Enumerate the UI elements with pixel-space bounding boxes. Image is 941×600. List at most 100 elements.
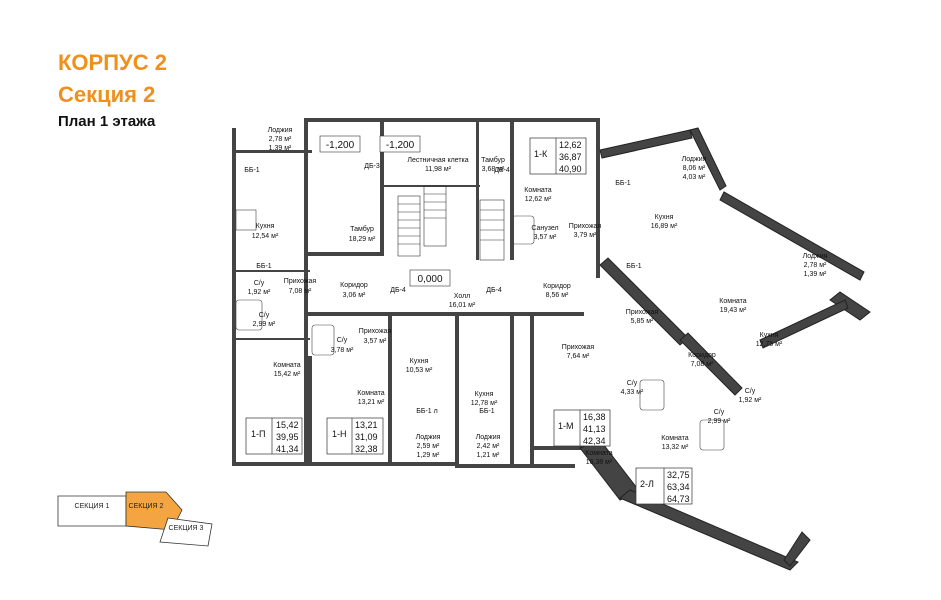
room-name: С/у: [337, 337, 348, 344]
apartment-code: 2-Л: [640, 479, 654, 489]
apartment-code: 1-П: [251, 429, 265, 439]
room-area: 3,57 м²: [364, 338, 387, 345]
level-marks: -1,200 -1,200 0,000: [319, 135, 451, 287]
misc-marks: ББ-1 ББ-1 ББ-1 ББ-1 ББ-1 ББ-1 л ДБ-3 ДБ-…: [244, 163, 642, 415]
room-area: 8,56 м²: [546, 292, 569, 299]
window-mark: ББ-1: [256, 263, 272, 270]
room-name: С/у: [714, 409, 725, 416]
room-name: Лоджия: [682, 156, 707, 163]
room-area: 2,78 м²: [804, 262, 827, 269]
room-area: 3,06 м²: [343, 292, 366, 299]
room-area: 4,03 м²: [683, 174, 706, 181]
room-name: Тамбур: [350, 225, 374, 233]
room-name: Кухня: [475, 391, 494, 398]
room-name: Кухня: [760, 332, 779, 339]
apartment-value: 16,38: [583, 412, 606, 422]
room-name: Комната: [719, 298, 747, 305]
room-name: С/у: [745, 388, 756, 395]
room-name: Кухня: [256, 223, 275, 230]
room-area: 12,78 м²: [471, 400, 498, 407]
level-mark: -1,200: [326, 140, 355, 151]
room-name: Лоджия: [476, 434, 501, 441]
apartment-value: 41,13: [583, 424, 606, 434]
key-section-3: [159, 517, 213, 547]
apartment-value: 12,62: [559, 140, 582, 150]
room-area: 1,92 м²: [248, 289, 271, 296]
room-area: 1,39 м²: [804, 271, 827, 278]
room-area: 11,98 м²: [425, 166, 452, 173]
room-area: 1,39 м²: [269, 145, 292, 152]
apartment-value: 63,34: [667, 482, 690, 492]
key-plan: СЕКЦИЯ 1 СЕКЦИЯ 2 СЕКЦИЯ 3: [57, 491, 213, 547]
room-area: 3,57 м²: [534, 234, 557, 241]
key-section-label: СЕКЦИЯ 1: [75, 503, 110, 510]
room-area: 7,64 м²: [567, 353, 590, 360]
room-area: 1,29 м²: [417, 452, 440, 459]
room-name: Комната: [357, 390, 385, 397]
room-area: 1,92 м²: [739, 397, 762, 404]
apartment-value: 40,90: [559, 164, 582, 174]
window-mark: ББ-1: [479, 408, 495, 415]
room-area: 2,42 м²: [477, 443, 500, 450]
level-mark: -1,200: [386, 140, 415, 151]
room-name: Коридор: [543, 283, 571, 290]
apartment-value: 32,75: [667, 470, 690, 480]
stairs: [397, 185, 505, 261]
door-mark: ДБ-3: [364, 163, 380, 170]
room-area: 3,68 м²: [482, 166, 505, 173]
room-name: Кухня: [655, 214, 674, 221]
key-section-label: СЕКЦИЯ 2: [129, 503, 164, 510]
room-name: Кухня: [410, 358, 429, 365]
plan-title: План 1 этажа: [58, 113, 156, 130]
room-area: 3,79 м²: [574, 232, 597, 239]
room-area: 4,33 м²: [621, 389, 644, 396]
room-area: 13,32 м²: [662, 444, 689, 451]
apartment-value: 15,42: [276, 420, 299, 430]
room-name: Коридор: [340, 282, 368, 289]
apartment-tables: 1-П 15,42 39,95 41,34 1-Н 13,21 31,09 32…: [245, 137, 693, 505]
room-area: 12,75 м²: [756, 341, 783, 348]
room-name: Прихожая: [284, 278, 317, 285]
apartment-code: 1-К: [534, 149, 548, 159]
room-area: 2,99 м²: [708, 418, 731, 425]
room-name: Санузел: [531, 225, 558, 232]
room-name: Прихожая: [569, 223, 602, 230]
room-name: Тамбур: [481, 156, 505, 164]
room-area: 7,08 м²: [691, 361, 714, 368]
room-area: 1,21 м²: [477, 452, 500, 459]
door-mark: ДБ-4: [486, 287, 502, 294]
building-title: КОРПУС 2: [58, 50, 167, 75]
apartment-value: 39,95: [276, 432, 299, 442]
room-name: С/у: [259, 312, 270, 319]
apartment-value: 42,34: [583, 436, 606, 446]
room-name: Лоджия: [803, 253, 828, 260]
sanitary: [235, 209, 725, 451]
room-area: 3,78 м²: [331, 347, 354, 354]
door-mark: ДБ-4: [390, 287, 406, 294]
room-area: 2,59 м²: [417, 443, 440, 450]
apartment-value: 32,38: [355, 444, 378, 454]
room-name: Прихожая: [562, 344, 595, 351]
room-area: 8,06 м²: [683, 165, 706, 172]
room-area: 5,85 м²: [631, 318, 654, 325]
room-area: 16,01 м²: [449, 302, 476, 309]
apartment-value: 13,21: [355, 420, 378, 430]
room-name: Комната: [273, 362, 301, 369]
room-area: 13,21 м²: [358, 399, 385, 406]
room-name: С/у: [254, 280, 265, 287]
window-mark: ББ-1: [244, 167, 260, 174]
room-name: Лоджия: [416, 434, 441, 441]
window-mark: ББ-1 л: [416, 408, 437, 415]
window-mark: ББ-1: [626, 263, 642, 270]
apartment-code: 1-М: [558, 421, 574, 431]
room-name: Лоджия: [268, 127, 293, 134]
room-area: 7,08 м²: [289, 288, 312, 295]
room-labels: Лоджия 2,78 м² 1,39 м² Лестничная клетка…: [248, 127, 828, 466]
apartment-value: 64,73: [667, 494, 690, 504]
walls: [232, 118, 871, 571]
apartment-value: 41,34: [276, 444, 299, 454]
key-section-label: СЕКЦИЯ 3: [169, 525, 204, 532]
room-name: Коридор: [688, 352, 716, 359]
room-area: 19,43 м²: [720, 307, 747, 314]
apartment-code: 1-Н: [332, 429, 347, 439]
